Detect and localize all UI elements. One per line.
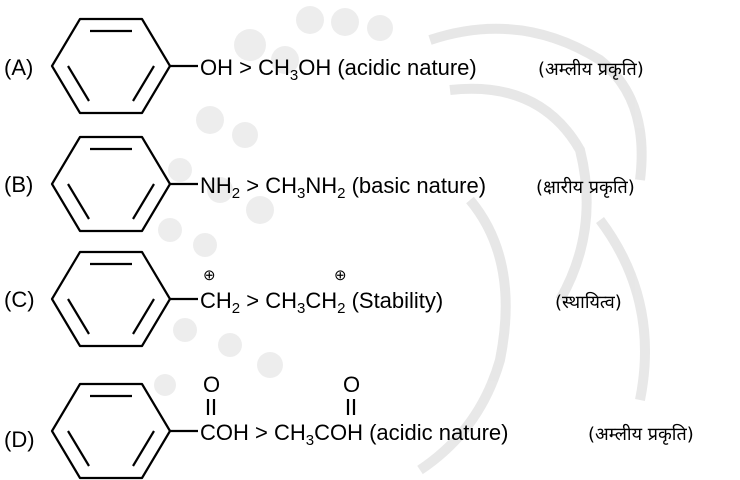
benzene-ring-d [50, 382, 198, 480]
option-d-oxygen-1: O [203, 372, 220, 397]
option-d-label: (D) [4, 427, 35, 452]
option-b-formula: NH2 > CH3NH2 (basic nature) [200, 173, 486, 202]
option-d-formula: COH > CH3COH (acidic nature) [200, 420, 509, 449]
option-c-formula: CH2 > CH3CH2 (Stability) [200, 288, 443, 317]
option-c-charge-1: ⊕ [203, 267, 216, 284]
option-d-hindi: (अम्लीय प्रकृति) [588, 423, 694, 445]
option-c-label: (C) [4, 287, 35, 312]
option-b: (B) NH2 > CH3NH2 (basic nature) (क्षारीय… [4, 135, 635, 233]
option-c-charge-2: ⊕ [334, 267, 347, 284]
benzene-ring-a [50, 17, 198, 115]
option-c-hindi: (स्थायित्व) [555, 291, 622, 313]
option-a: (A) OH > CH3OH (acidic nature) (अम्लीय प… [4, 17, 644, 115]
benzene-ring-b [50, 135, 198, 233]
benzene-ring-c [50, 250, 198, 348]
option-d: (D) O O COH > CH3COH (acidic nature) (अम… [4, 372, 694, 480]
option-a-hindi: (अम्लीय प्रकृति) [538, 58, 644, 80]
option-a-label: (A) [4, 55, 33, 80]
option-b-hindi: (क्षारीय प्रकृति) [536, 176, 635, 198]
option-d-oxygen-2: O [343, 372, 360, 397]
option-a-formula: OH > CH3OH (acidic nature) [200, 55, 477, 84]
option-c: (C) ⊕ ⊕ CH2 > CH3CH2 (Stability) (स्थायि… [4, 250, 622, 348]
option-b-label: (B) [4, 172, 33, 197]
